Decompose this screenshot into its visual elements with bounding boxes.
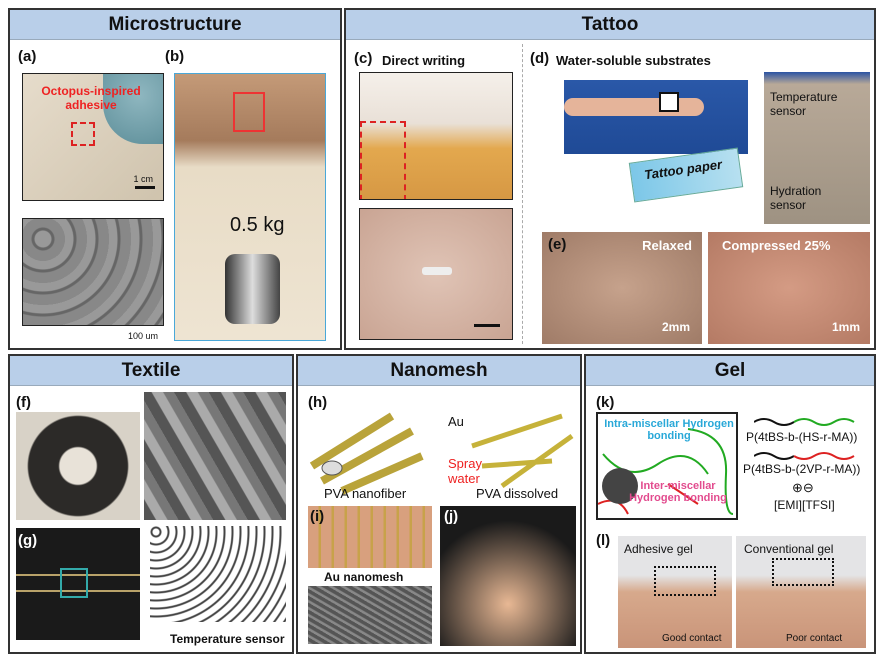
scale-1mm: 1mm	[831, 320, 860, 334]
polymer-chain-2	[754, 452, 855, 460]
label-d: (d)	[530, 50, 550, 67]
nanomesh-sem-image	[308, 586, 432, 644]
hydrogen-bonding-diagram: Intra-miscellar Hydrogen bonding Inter-m…	[596, 412, 738, 520]
direct-writing-title: Direct writing	[382, 53, 466, 68]
relaxed-label: Relaxed	[642, 238, 692, 253]
scale-bar	[135, 186, 155, 189]
gel-panel: Gel (k) Intra-miscellar Hydrogen bonding…	[584, 354, 876, 654]
conventional-gel-photo: Conventional gel Poor contact	[736, 536, 866, 648]
compressed-label: Compressed 25%	[722, 238, 831, 253]
finger-photo: (j)	[440, 506, 576, 646]
weight-label: 0.5 kg	[230, 214, 285, 236]
good-contact-label: Good contact	[662, 633, 722, 644]
pva-nanofiber-label: PVA nanofiber	[324, 486, 407, 501]
relaxed-photo: Relaxed 2mm	[542, 232, 702, 344]
textile-panel: Textile (f) (g) Temperature sensor	[8, 354, 294, 654]
adhesive-gel-photo: Adhesive gel Good contact	[618, 536, 732, 648]
intra-label: Intra-miscellar Hydrogen bonding	[604, 418, 734, 442]
label-a: (a)	[18, 48, 37, 65]
adhesive-gel-label: Adhesive gel	[624, 542, 693, 556]
polymer-chain-1	[754, 418, 855, 426]
ionic-liquid-label: [EMI][TFSI]	[774, 498, 835, 512]
sem-image	[22, 218, 164, 326]
au-nanomesh-label: Au nanomesh	[324, 570, 404, 584]
fiber-sem-image	[144, 392, 286, 520]
pva-dissolved-label: PVA dissolved	[476, 486, 559, 501]
au-label: Au	[448, 414, 464, 429]
arm-photo	[564, 80, 748, 154]
direct-writing-photo	[359, 72, 513, 200]
label-f: (f)	[16, 394, 31, 411]
label-g: (g)	[18, 532, 38, 549]
label-c: (c)	[354, 50, 373, 67]
conventional-gel-label: Conventional gel	[744, 542, 834, 556]
polymer1-label: P(4tBS-b-(HS-r-MA))	[746, 430, 858, 444]
label-k: (k)	[596, 394, 615, 411]
nanomesh-panel: Nanomesh (h) Au Spray water PVA nanofibe…	[296, 354, 582, 654]
scale-100um: 100 um	[128, 331, 159, 341]
temp-sensor-label: Temperature sensor	[770, 90, 838, 118]
label-i: (i)	[310, 508, 325, 525]
polymer2-label: P(4tBS-b-(2VP-r-MA))	[743, 462, 861, 476]
ions-label: ⊕⊖	[792, 480, 814, 495]
skin-electrode-photo	[308, 506, 432, 568]
printed-tattoo-photo	[359, 208, 513, 340]
textile-sensor-photo	[16, 528, 140, 640]
sensor-photo: Temperature sensor Hydration sensor	[764, 72, 870, 224]
panel-title: Gel	[586, 356, 874, 386]
water-soluble-title: Water-soluble substrates	[556, 53, 711, 68]
microstructure-panel: Microstructure (a) (b) Octopus-inspired …	[8, 8, 342, 350]
panel-title: Nanomesh	[298, 356, 580, 386]
label-j: (j)	[444, 508, 459, 525]
scale-2mm: 2mm	[661, 320, 690, 334]
spray-water-label: Spray water	[448, 456, 482, 486]
adhesive-photo: Octopus-inspired adhesive 1 cm	[22, 73, 164, 201]
compressed-photo: Compressed 25% 1mm	[708, 232, 870, 344]
panel-title: Tattoo	[346, 10, 874, 40]
label-e: (e)	[548, 236, 567, 253]
poor-contact-label: Poor contact	[786, 633, 843, 644]
panel-title: Textile	[10, 356, 292, 386]
zoom-box	[71, 122, 95, 146]
inter-label: Inter-miscellar Hydrogen bonding	[629, 480, 727, 504]
nanomesh-schematic	[309, 412, 574, 495]
panel-title: Microstructure	[10, 10, 340, 40]
tattoo-panel: Tattoo (c) Direct writing (d) Water-solu…	[344, 8, 876, 350]
fiber-coil-photo	[16, 412, 140, 520]
label-l: (l)	[596, 532, 611, 549]
hydration-sensor-label: Hydration sensor	[770, 184, 822, 212]
label-b: (b)	[165, 48, 185, 65]
knit-pattern	[150, 526, 286, 622]
scale-1cm: 1 cm	[133, 174, 153, 184]
temp-sensor-label: Temperature sensor	[170, 632, 285, 646]
label-h: (h)	[308, 394, 328, 411]
adhesive-label: Octopus-inspired adhesive	[41, 84, 141, 112]
weight-photo: 0.5 kg	[174, 73, 326, 341]
